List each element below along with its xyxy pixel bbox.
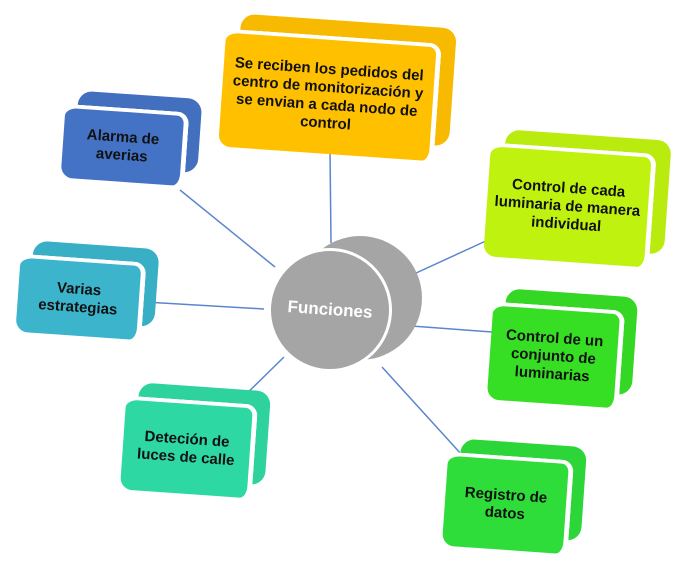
connector-alarma — [179, 189, 276, 268]
node-estrategias: Varias estrategias — [15, 240, 160, 341]
node-individual: Control de cada luminaria de manera indi… — [483, 129, 672, 268]
node-label: Alarma de averias — [60, 103, 190, 187]
node-conjunto: Control de un conjunto de luminarias — [486, 288, 639, 409]
node-label: Registro de datos — [441, 451, 575, 555]
node-label: Se reciben los pedidos del centro de mon… — [218, 28, 442, 162]
connector-registro — [381, 366, 463, 456]
node-label: Deteción de luces de calle — [119, 395, 259, 499]
node-label: Control de cada luminaria de manera indi… — [483, 142, 657, 268]
connector-estrategias — [144, 301, 265, 310]
node-registro: Registro de datos — [441, 438, 588, 555]
connector-pedidos — [329, 149, 332, 244]
node-label: Control de un conjunto de luminarias — [486, 301, 626, 409]
center-hub: Funciones — [263, 236, 428, 378]
node-deteccion: Deteción de luces de calle — [119, 382, 272, 499]
node-pedidos: Se reciben los pedidos del centro de mon… — [218, 13, 457, 162]
node-label: Varias estrategias — [15, 253, 147, 341]
node-alarma: Alarma de averias — [60, 90, 203, 187]
